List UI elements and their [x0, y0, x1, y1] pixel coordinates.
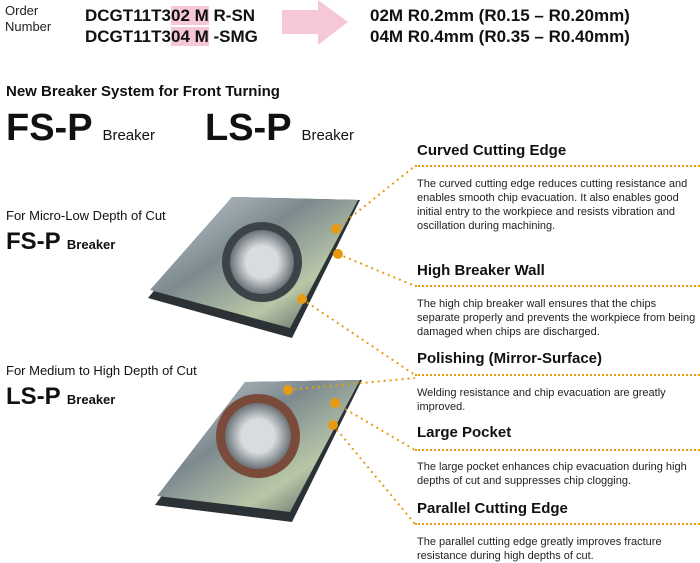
- ls-section-name: LS-P Breaker: [6, 383, 115, 411]
- section-title: New Breaker System for Front Turning: [6, 83, 280, 100]
- feature-text: The curved cutting edge reduces cutting …: [417, 178, 688, 232]
- order-number-label: Order Number: [5, 3, 52, 34]
- ls-p-insert-image: [155, 380, 362, 522]
- fs-depth-label: For Micro-Low Depth of Cut: [6, 208, 166, 223]
- breaker-word: Breaker: [66, 392, 116, 407]
- ls-p-heading: LS-P Breaker: [205, 108, 354, 156]
- code-prefix: DCGT11T3: [85, 27, 171, 46]
- feature-text: The high chip breaker wall ensures that …: [417, 298, 696, 338]
- feature-title: High Breaker Wall: [417, 262, 545, 279]
- divider: [415, 523, 700, 525]
- divider: [415, 165, 700, 167]
- fs-p-heading: FS-P Breaker: [6, 108, 155, 156]
- order-code-2: DCGT11T304 M -SMG: [85, 27, 258, 47]
- feature-text: The large pocket enhances chip evacuatio…: [417, 461, 687, 487]
- breaker-word: Breaker: [66, 237, 116, 252]
- fs-name: FS-P: [6, 228, 61, 255]
- code-prefix: DCGT11T3: [85, 6, 171, 25]
- divider: [415, 449, 700, 451]
- fs-section-name: FS-P Breaker: [6, 228, 115, 256]
- feature-text: Welding resistance and chip evacuation a…: [417, 387, 666, 413]
- result-1: 02M R0.2mm (R0.15 – R0.20mm): [370, 6, 630, 25]
- ls-p-label: LS-P: [205, 107, 291, 149]
- feature-text: The parallel cutting edge greatly improv…: [417, 536, 662, 562]
- result-2: 04M R0.4mm (R0.35 – R0.40mm): [370, 27, 630, 46]
- divider: [415, 285, 700, 287]
- ls-name: LS-P: [6, 383, 61, 410]
- order-code-1: DCGT11T302 M R-SN: [85, 6, 255, 26]
- breaker-word: Breaker: [102, 127, 155, 144]
- breaker-word: Breaker: [301, 127, 354, 144]
- code-suffix: R-SN: [208, 6, 256, 25]
- code-highlight: 04 M: [170, 27, 209, 46]
- arrow-right-icon: [282, 0, 348, 45]
- code-highlight: 02 M: [170, 6, 209, 25]
- feature-title: Polishing (Mirror-Surface): [417, 350, 603, 367]
- feature-title: Parallel Cutting Edge: [417, 500, 568, 517]
- ls-depth-label: For Medium to High Depth of Cut: [6, 363, 197, 378]
- leader-lines: [287, 165, 416, 525]
- divider: [415, 374, 700, 376]
- feature-title: Curved Cutting Edge: [417, 142, 567, 159]
- callout-dots: [283, 224, 343, 430]
- code-suffix: -SMG: [208, 27, 258, 46]
- fs-p-label: FS-P: [6, 107, 92, 149]
- feature-title: Large Pocket: [417, 424, 512, 441]
